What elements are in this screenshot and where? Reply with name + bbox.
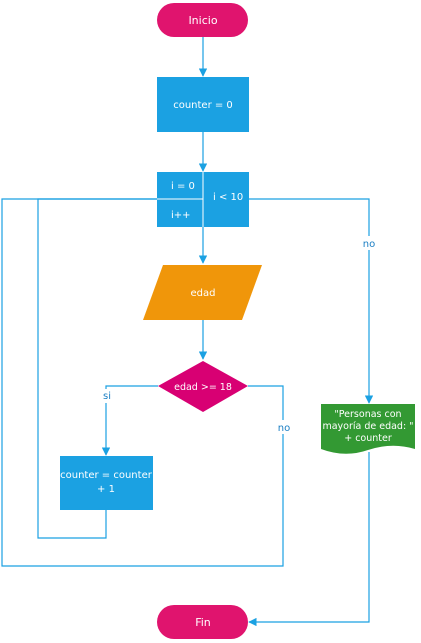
end-label: Fin xyxy=(195,616,211,629)
counter-init-label: counter = 0 xyxy=(173,100,233,111)
loop-increment-label: i++ xyxy=(171,210,191,221)
no-label-bg xyxy=(275,420,291,434)
start-terminal xyxy=(157,3,248,37)
decision-diamond xyxy=(158,361,248,412)
loop-condition-label: i < 10 xyxy=(213,192,243,203)
yes-label-bg xyxy=(100,389,114,403)
edge-output-to-end xyxy=(248,452,370,627)
edge-loop-exit xyxy=(249,198,374,404)
no-branch-label-loop: no xyxy=(363,239,375,250)
output-line1: "Personas con xyxy=(334,409,401,420)
loop-init-label: i = 0 xyxy=(171,181,195,192)
counter-init-process xyxy=(157,77,249,132)
output-document-shape xyxy=(321,404,415,454)
counter-increment-line1: counter = counter xyxy=(60,470,153,481)
input-edad-label: edad xyxy=(191,288,216,299)
start-label: Inicio xyxy=(188,14,217,27)
connectors xyxy=(1,37,374,627)
counter-increment-line2: + 1 xyxy=(97,484,115,495)
input-edad-shape xyxy=(143,265,262,320)
output-line2: mayoría de edad: " xyxy=(322,421,413,432)
no-loop-label-bg xyxy=(361,236,377,250)
end-terminal xyxy=(157,605,248,639)
output-line3: + counter xyxy=(344,433,392,444)
decision-label: edad >= 18 xyxy=(174,382,232,393)
edge-decision-no xyxy=(1,194,284,567)
no-branch-label-decision: no xyxy=(278,423,290,434)
yes-branch-label: si xyxy=(103,391,111,402)
counter-increment-process xyxy=(60,456,153,510)
edge-decision-yes xyxy=(101,385,158,456)
